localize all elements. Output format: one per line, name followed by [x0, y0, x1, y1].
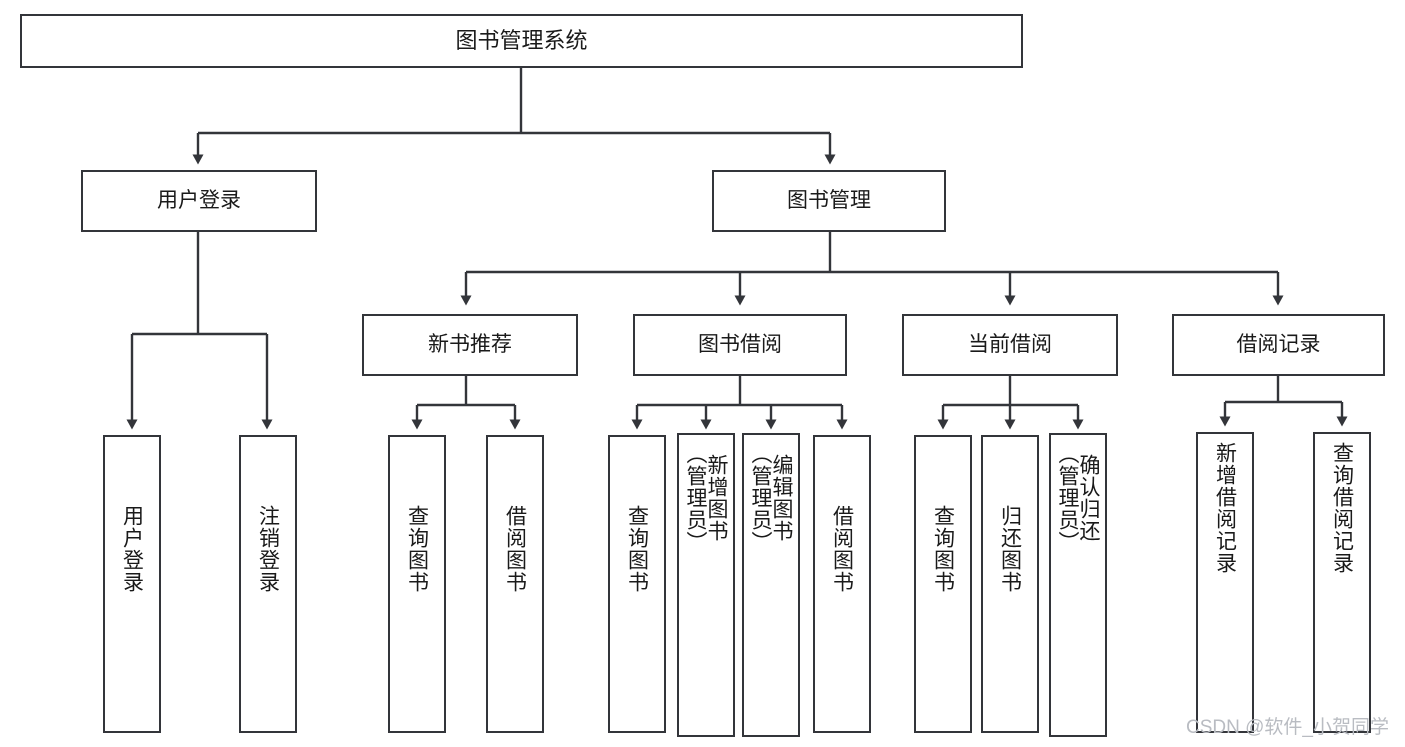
leaf-user-login[interactable]: 用户登录: [103, 435, 161, 733]
node-label: 新增借阅记录: [1213, 442, 1237, 574]
node-label: 归还图书: [998, 505, 1022, 593]
csdn-watermark: CSDN @软件_小贺同学: [1186, 717, 1389, 738]
node-label: 借阅图书: [503, 505, 527, 593]
node-label: 当前借阅: [968, 332, 1052, 356]
node-label: 确认归还 （管理员）: [1056, 443, 1100, 553]
leaf-query-borrow-record[interactable]: 查询借阅记录: [1313, 432, 1371, 733]
node-book-management[interactable]: 图书管理: [712, 170, 946, 232]
leaf-add-borrow-record[interactable]: 新增借阅记录: [1196, 432, 1254, 733]
node-label: 查询图书: [405, 505, 429, 593]
leaf-logout[interactable]: 注销登录: [239, 435, 297, 733]
leaf-return-book[interactable]: 归还图书: [981, 435, 1039, 733]
node-label: 查询图书: [931, 505, 955, 593]
node-label: 查询图书: [625, 505, 649, 593]
node-new-book-recommend[interactable]: 新书推荐: [362, 314, 578, 376]
node-label: 图书借阅: [698, 332, 782, 356]
leaf-borrow-book-recommend[interactable]: 借阅图书: [486, 435, 544, 733]
leaf-add-book-admin[interactable]: 新增图书 （管理员）: [677, 433, 735, 737]
node-label: 借阅记录: [1236, 332, 1321, 356]
node-label: 图书管理: [787, 188, 871, 212]
node-label: 查询借阅记录: [1330, 442, 1354, 574]
node-root-system[interactable]: 图书管理系统: [20, 14, 1023, 68]
leaf-query-book-current[interactable]: 查询图书: [914, 435, 972, 733]
node-label: 编辑图书 （管理员）: [749, 443, 793, 553]
node-label: 注销登录: [256, 505, 280, 593]
leaf-confirm-return-admin[interactable]: 确认归还 （管理员）: [1049, 433, 1107, 737]
leaf-borrow-book[interactable]: 借阅图书: [813, 435, 871, 733]
node-user-login[interactable]: 用户登录: [81, 170, 317, 232]
node-label: 新增图书 （管理员）: [684, 443, 728, 553]
leaf-edit-book-admin[interactable]: 编辑图书 （管理员）: [742, 433, 800, 737]
node-borrow-record[interactable]: 借阅记录: [1172, 314, 1385, 376]
leaf-query-book-borrow[interactable]: 查询图书: [608, 435, 666, 733]
node-label: 用户登录: [157, 188, 241, 212]
node-label: 用户登录: [120, 505, 144, 593]
node-current-borrow[interactable]: 当前借阅: [902, 314, 1118, 376]
node-label: 新书推荐: [428, 332, 512, 356]
node-book-borrow[interactable]: 图书借阅: [633, 314, 847, 376]
node-label: 图书管理系统: [455, 28, 588, 54]
node-label: 借阅图书: [830, 505, 854, 593]
leaf-query-book-recommend[interactable]: 查询图书: [388, 435, 446, 733]
